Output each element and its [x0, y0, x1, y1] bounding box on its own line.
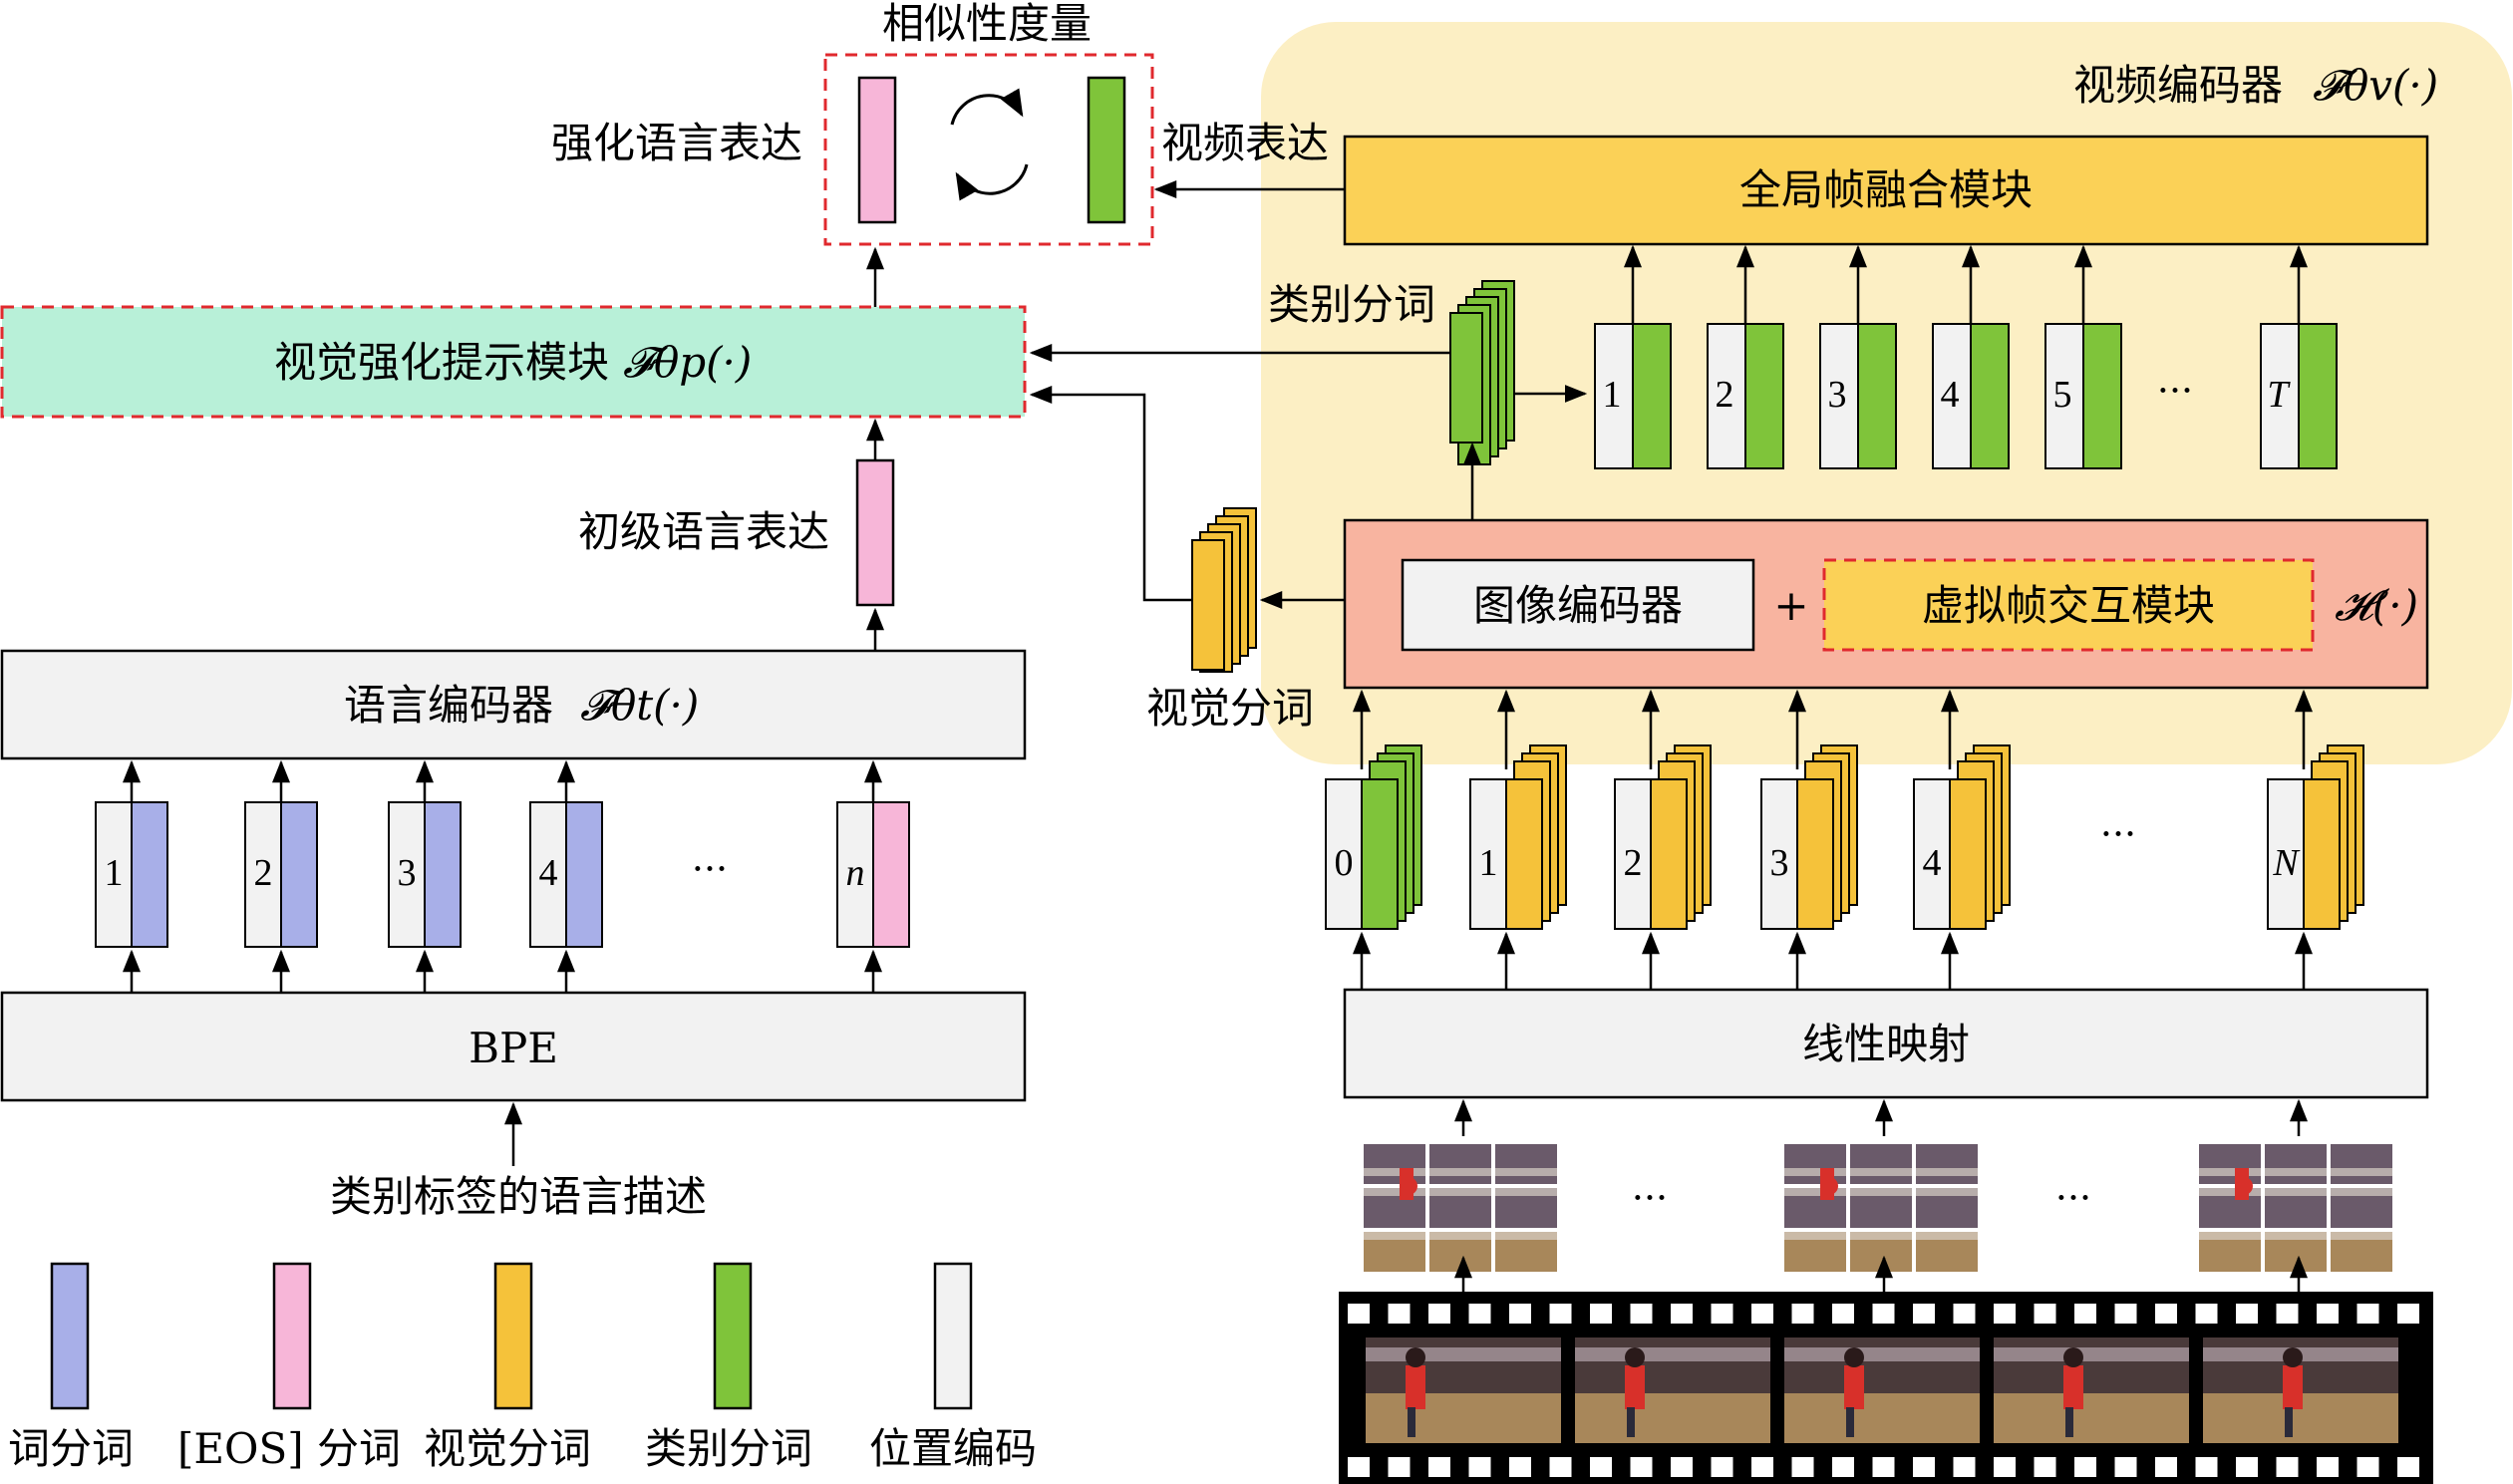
frame-token-3: 3: [1819, 244, 1897, 469]
image-encoder-box: [1401, 558, 1755, 652]
frame-token-label: 5: [2053, 374, 2072, 416]
text-token-2: 2: [244, 759, 318, 993]
visual-token-stack: [1191, 507, 1257, 673]
patch-token-3: 3: [1760, 689, 1858, 990]
legend-label: 类别分词: [645, 1424, 812, 1473]
patch-token-label: 1: [1479, 842, 1498, 884]
text-token-label: n: [846, 852, 865, 894]
patch-ellipsis-1: ···: [1632, 1176, 1668, 1220]
text-token-1: 1: [95, 759, 168, 993]
legend-label: [EOS] 分词: [177, 1424, 401, 1473]
text-encoder-box: [0, 649, 1027, 760]
frame-token-label: 1: [1603, 374, 1622, 416]
text-token-label: 2: [254, 852, 273, 894]
enhanced-lang-label: 强化语言表达: [551, 119, 802, 167]
text-token-label: 3: [398, 852, 417, 894]
text-token-3: 3: [388, 759, 462, 993]
linear-map-label: 线性映射: [1802, 1020, 1970, 1068]
text-token-4: 4: [529, 759, 603, 993]
frame-ellipsis: ···: [2157, 369, 2193, 413]
plus-sign: +: [1773, 581, 1808, 630]
video-encoder-label: 视频编码器: [2073, 61, 2283, 110]
bpe-box: [0, 991, 1027, 1102]
frame-token-label: 3: [1828, 374, 1847, 416]
legend-label: 词分词: [8, 1424, 134, 1473]
prompt-module-box: [0, 305, 1027, 419]
image-encoder-label: 图像编码器: [1473, 581, 1683, 630]
patch-token-row: 0 1 2 3 4 N: [1325, 689, 2364, 990]
patch-token-2: 2: [1614, 689, 1712, 990]
video-frame: [2203, 1337, 2398, 1443]
similarity-title: 相似性度量: [882, 0, 1092, 48]
patch-token-4: 4: [1913, 689, 2011, 990]
enhanced-lang-token: [857, 76, 897, 224]
class-desc-label: 类别标签的语言描述: [330, 1172, 707, 1221]
video-frame: [1784, 1337, 1980, 1443]
patch-token-label: 4: [1923, 842, 1942, 884]
primary-lang-label: 初级语言表达: [578, 507, 829, 556]
primary-lang-token: [855, 458, 895, 607]
virtual-frame-box: [1822, 558, 2315, 652]
prompt-module-fn: 𝓕θp(·): [623, 338, 752, 387]
frame-token-1: 1: [1594, 244, 1672, 469]
frame-token-5: 5: [2044, 244, 2122, 469]
global-fusion-box: [1343, 135, 2429, 246]
legend-item: 视觉分词: [424, 1262, 591, 1473]
video-encoder-fn: 𝓕θv(·): [2313, 61, 2438, 110]
text-token-label: 4: [539, 852, 558, 894]
text-token-n: n: [836, 759, 910, 993]
legend-item: 类别分词: [645, 1262, 812, 1473]
patch-ellipsis-2: ···: [2055, 1176, 2091, 1220]
patch-token-label: 2: [1624, 842, 1643, 884]
text-encoder-label: 语言编码器: [344, 681, 553, 730]
prompt-module-label: 视觉强化提示模块: [274, 338, 609, 387]
virtual-frame-label: 虚拟帧交互模块: [1922, 581, 2215, 630]
legend: 词分词 [EOS] 分词视觉分词 类别分词 位置编码: [8, 1262, 1037, 1473]
patch-ellipsis: ···: [2100, 812, 2136, 856]
frame-token-label: 2: [1716, 374, 1734, 416]
video-frame: [1575, 1337, 1770, 1443]
patch-token-0: 0: [1325, 689, 1422, 990]
similarity-box: [823, 53, 1154, 246]
frame-patch-grid: [1784, 1098, 1978, 1292]
class-token-top-label: 类别分词: [1268, 280, 1435, 329]
patch-token-label: 0: [1335, 842, 1354, 884]
text-token-row: 1 2 3 4 n: [95, 759, 910, 993]
text-token-label: 1: [105, 852, 124, 894]
legend-item: 词分词: [8, 1262, 134, 1473]
class-token-stack-top: [1449, 280, 1515, 465]
frame-token-label: 4: [1941, 374, 1960, 416]
patch-token-label: 3: [1770, 842, 1789, 884]
h-fn: 𝓗(·): [2335, 581, 2418, 630]
video-frame: [1366, 1337, 1561, 1443]
frame-patch-row: [1364, 1098, 2392, 1292]
patch-token-N: N: [2267, 689, 2364, 990]
text-encoder-fn: 𝓕θt(·): [580, 681, 699, 730]
cycle-arrows-icon: [950, 88, 1029, 201]
patch-token-label: N: [2272, 842, 2301, 884]
legend-item: [EOS] 分词: [177, 1262, 401, 1473]
video-expr-token: [1087, 76, 1126, 224]
patch-token-1: 1: [1469, 689, 1567, 990]
frame-token-label: T: [2267, 374, 2291, 416]
legend-label: 位置编码: [869, 1424, 1037, 1473]
video-expr-label: 视频表达: [1161, 119, 1329, 167]
bpe-label: BPE: [469, 1024, 558, 1072]
video-frame: [1994, 1337, 2189, 1443]
legend-item: 位置编码: [869, 1262, 1037, 1473]
legend-label: 视觉分词: [424, 1424, 591, 1473]
visual-token-label: 视觉分词: [1146, 684, 1314, 733]
global-fusion-label: 全局帧融合模块: [1739, 165, 2033, 214]
frame-token-T: T: [2260, 244, 2338, 469]
frame-patch-grid: [1364, 1098, 1557, 1292]
linear-map-box: [1343, 988, 2429, 1099]
frame-patch-grid: [2199, 1098, 2392, 1292]
text-ellipsis: ···: [692, 847, 728, 891]
frame-token-2: 2: [1707, 244, 1784, 469]
video-film-strip: [1339, 1292, 2433, 1484]
frame-token-4: 4: [1932, 244, 2010, 469]
frame-token-row: 1 2 3 4 5 T: [1594, 244, 2338, 469]
